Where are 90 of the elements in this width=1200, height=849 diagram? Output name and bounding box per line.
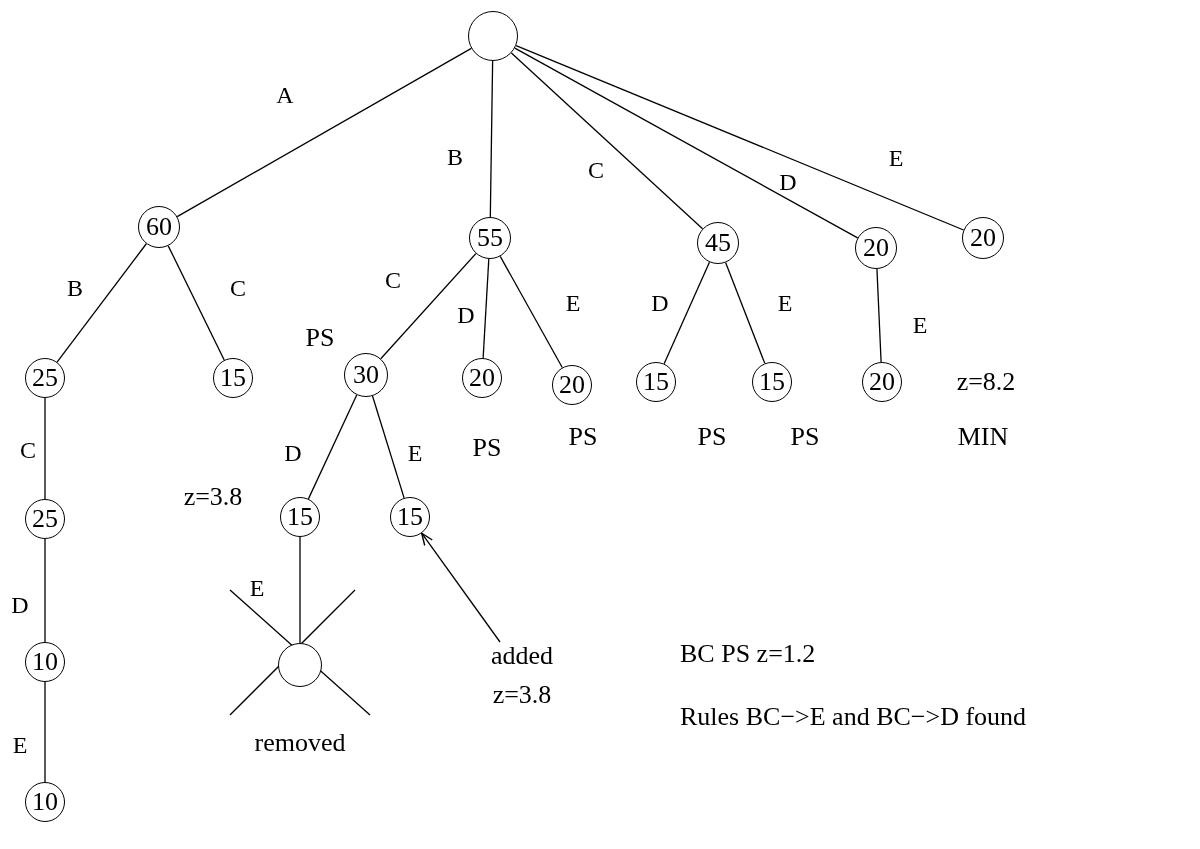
node-value: 25 — [32, 506, 58, 532]
tree-edge — [514, 47, 859, 239]
tree-edge — [510, 52, 704, 230]
edge-label: D — [779, 168, 797, 196]
edge-label: C — [385, 266, 401, 294]
tree-node-circle — [138, 206, 180, 248]
tree-node-circle — [855, 227, 897, 269]
node-value: 15 — [287, 504, 313, 530]
node-annotation: z=8.2 — [956, 367, 1016, 397]
node-value: 15 — [397, 504, 423, 530]
node-annotation: PS — [472, 433, 502, 463]
tree-node-circle — [213, 358, 253, 398]
node-value: 15 — [220, 365, 246, 391]
tree-node-circle — [752, 362, 792, 402]
tree-edge — [724, 261, 766, 364]
tree-node-circle — [25, 358, 65, 398]
node-value: 20 — [863, 235, 889, 261]
tree-edge — [167, 245, 225, 361]
tree-node-circle — [390, 497, 430, 537]
edge-label: E — [565, 289, 581, 317]
tree-edge — [663, 261, 711, 365]
tree-edge — [299, 536, 301, 644]
node-value: 55 — [477, 225, 503, 251]
node-annotation: PS — [790, 422, 820, 452]
tree-node-circle — [552, 365, 592, 405]
tree-node-circle — [25, 499, 65, 539]
edge-label: E — [249, 574, 265, 602]
edge-label: B — [447, 143, 463, 171]
tree-edge — [499, 255, 563, 369]
annotation-text: z=3.8 — [492, 680, 552, 710]
node-value: 15 — [643, 369, 669, 395]
tree-edge — [876, 268, 882, 363]
tree-node-circle — [469, 217, 511, 259]
node-value: 20 — [559, 372, 585, 398]
node-value: 20 — [469, 365, 495, 391]
empty-circle — [278, 643, 322, 687]
edge-label: A — [276, 81, 294, 109]
tree-edge — [44, 681, 46, 783]
node-annotation: MIN — [957, 422, 1009, 452]
edge-label: C — [588, 156, 604, 184]
node-annotation: PS — [568, 422, 598, 452]
node-annotation: z=3.8 — [183, 482, 243, 512]
node-value: 10 — [32, 789, 58, 815]
tree-node-circle — [862, 362, 902, 402]
tree-node-circle — [344, 353, 388, 397]
edge-label: E — [12, 731, 28, 759]
edge-label: D — [11, 591, 29, 619]
note-text: Rules BC−>E and BC−>D found — [680, 703, 1027, 732]
empty-circle — [468, 11, 518, 61]
tree-node-circle — [697, 222, 739, 264]
tree-edge — [176, 47, 472, 218]
tree-edge — [371, 395, 405, 499]
tree-edge — [307, 394, 358, 500]
tree-edge — [515, 44, 965, 231]
edge-label: E — [912, 311, 928, 339]
node-annotation: PS — [697, 422, 727, 452]
tree-edge — [380, 252, 477, 360]
edge-label: B — [67, 274, 83, 302]
edge-label: C — [230, 274, 246, 302]
annotation-text: added — [490, 642, 554, 671]
tree-node-circle — [462, 358, 502, 398]
tree-edge — [482, 258, 490, 359]
tree-edge — [44, 538, 46, 643]
tree-edge — [44, 397, 46, 500]
edge-label: E — [407, 439, 423, 467]
node-value: 45 — [705, 230, 731, 256]
node-value: 25 — [32, 365, 58, 391]
tree-node-circle — [636, 362, 676, 402]
node-value: 15 — [759, 369, 785, 395]
node-value: 60 — [146, 214, 172, 240]
edge-label: D — [284, 439, 302, 467]
edge-label: E — [888, 144, 904, 172]
edge-label: E — [777, 289, 793, 317]
tree-edge — [56, 243, 147, 363]
tree-node-circle — [962, 217, 1004, 259]
edge-label: D — [457, 301, 475, 329]
edge-label: D — [651, 289, 669, 317]
tree-node-circle — [25, 642, 65, 682]
node-annotation: removed — [254, 728, 346, 758]
tree-edge — [489, 60, 494, 218]
node-value: 10 — [32, 649, 58, 675]
note-text: BC PS z=1.2 — [680, 640, 816, 669]
tree-node-circle — [25, 782, 65, 822]
tree-node-circle — [280, 497, 320, 537]
arrow — [421, 532, 501, 643]
edge-label: C — [20, 436, 36, 464]
node-value: 30 — [353, 362, 379, 388]
node-annotation: PS — [305, 323, 335, 353]
node-value: 20 — [869, 369, 895, 395]
node-value: 20 — [970, 225, 996, 251]
